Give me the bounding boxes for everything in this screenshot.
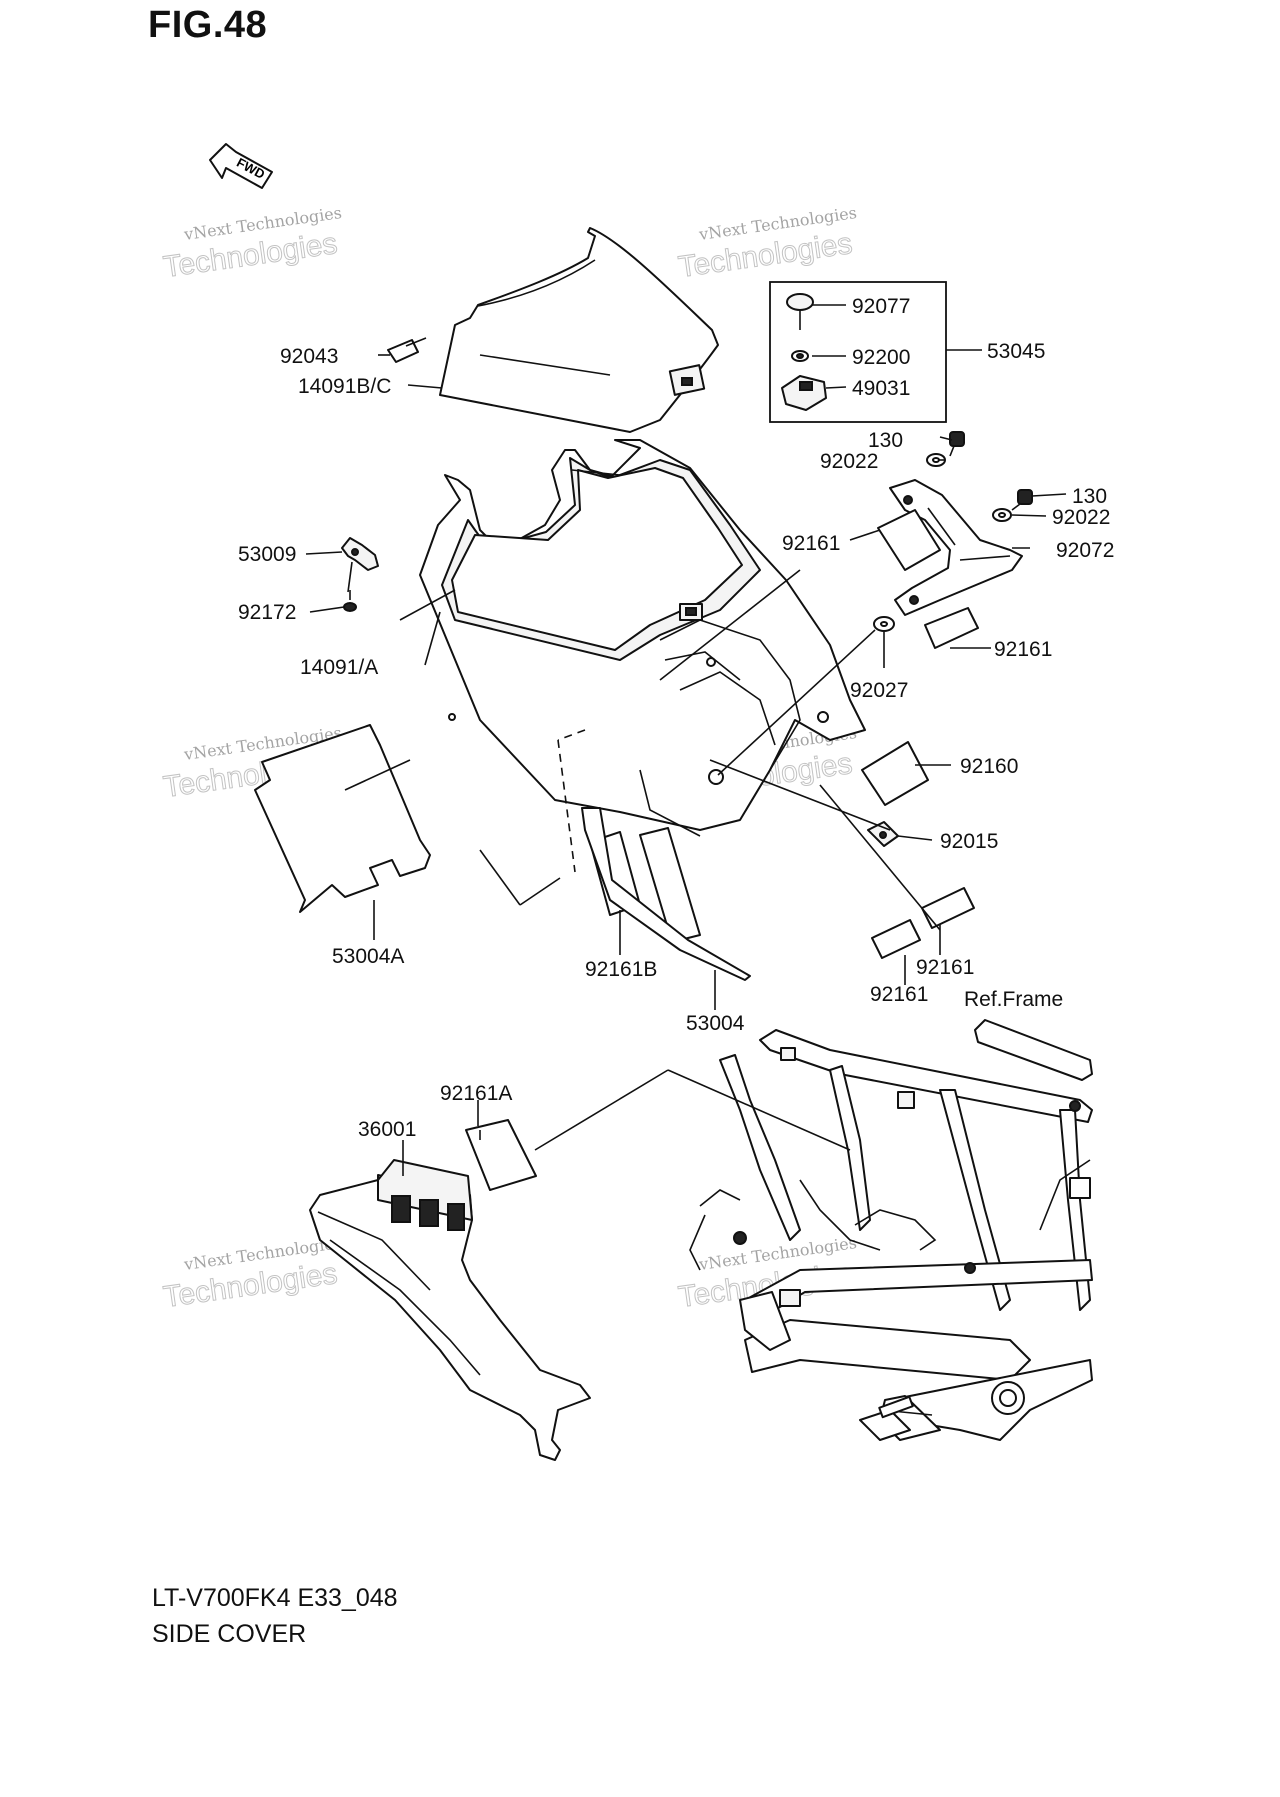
label-92161-lower-right: 92161: [916, 956, 974, 979]
label-92200: 92200: [852, 346, 910, 369]
fwd-arrow-icon: FWD: [209, 143, 273, 189]
bolt-part: [387, 337, 427, 363]
main-cover-part: [419, 439, 866, 837]
label-130-upper: 130: [868, 429, 903, 452]
part-labels: 92043 14091B/C 92077 92200 49031 53045 1…: [238, 295, 1114, 1141]
label-36001: 36001: [358, 1118, 416, 1141]
frame-reference: [689, 1019, 1093, 1441]
label-92161b: 92161B: [585, 958, 657, 981]
bracket-part: [889, 479, 1023, 616]
label-14091bc: 14091B/C: [298, 375, 391, 398]
hardware-parts: [341, 431, 1033, 847]
figure-title: FIG.48: [148, 4, 268, 46]
label-53009: 53009: [238, 543, 296, 566]
label-92072: 92072: [1056, 539, 1114, 562]
upper-cover-part: [439, 227, 719, 433]
label-130-right: 130: [1072, 485, 1107, 508]
model-code: LT-V700FK4 E33_048: [152, 1584, 398, 1612]
decal-parts: [254, 509, 979, 1191]
section-title: SIDE COVER: [152, 1620, 307, 1648]
label-92161a: 92161A: [440, 1082, 512, 1105]
label-92160: 92160: [960, 755, 1018, 778]
label-92161-upper: 92161: [782, 532, 840, 555]
label-92015: 92015: [940, 830, 998, 853]
label-92022-right: 92022: [1052, 506, 1110, 529]
label-53045: 53045: [987, 340, 1045, 363]
leader-lines: [305, 304, 1067, 1176]
label-92161-lower-left: 92161: [870, 983, 928, 1006]
kit-box: [769, 281, 982, 423]
label-49031: 49031: [852, 377, 910, 400]
label-92043: 92043: [280, 345, 338, 368]
label-92027: 92027: [850, 679, 908, 702]
label-92022-upper: 92022: [820, 450, 878, 473]
lower-cover-part: [309, 1159, 591, 1461]
label-ref-frame: Ref.Frame: [964, 988, 1063, 1011]
label-92161-mid: 92161: [994, 638, 1052, 661]
label-92172: 92172: [238, 601, 296, 624]
label-53004a: 53004A: [332, 945, 404, 968]
label-53004: 53004: [686, 1012, 745, 1035]
label-92077: 92077: [852, 295, 910, 318]
label-14091a: 14091/A: [300, 656, 378, 679]
